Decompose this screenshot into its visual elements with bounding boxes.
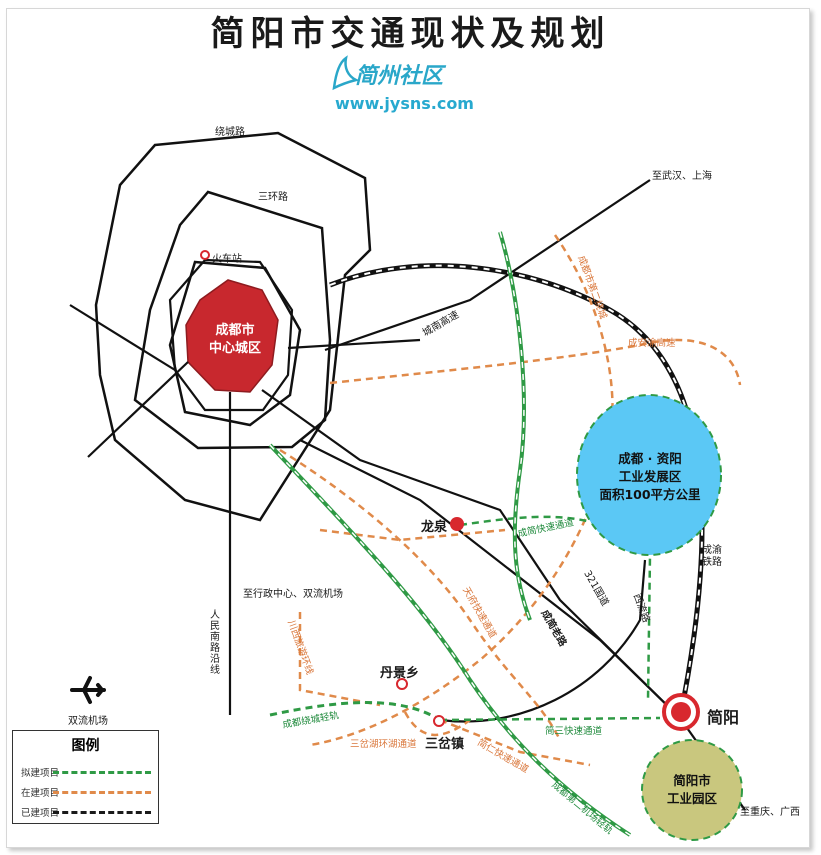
city-center-line2: 中心城区 (208, 341, 261, 356)
label-to-chongqing: 至重庆、广西 (740, 807, 800, 818)
legend-title: 图例 (71, 738, 100, 754)
city-center-label: 成都市 中心城区 (195, 322, 275, 358)
legend-existing-label: 已建项目 (21, 808, 60, 819)
label-railway: 成渝铁路 (702, 545, 722, 568)
logo-text: 简州社区 (355, 63, 444, 89)
city-center-line1: 成都市 (215, 323, 255, 338)
industrial-zone-line1: 成都 · 资阳 (618, 451, 682, 466)
legend-building-label: 在建项目 (21, 788, 60, 799)
label-sancha-fast: 简三快速通道 (545, 726, 603, 737)
danjing-sancha-road (439, 559, 647, 723)
logo-icon (332, 55, 360, 91)
label-train-station: 火车站 (212, 254, 242, 265)
sancha-fast-channel (439, 716, 661, 722)
chengdu-ring-lightrail (268, 443, 632, 837)
logo-url[interactable]: www.jysns.com (335, 94, 474, 113)
chengnan-expressway (324, 179, 651, 352)
danjing-marker (396, 678, 408, 690)
label-longquan: 龙泉 (421, 520, 448, 535)
label-ring-outer: 绕城路 (215, 127, 245, 138)
sancha-marker (433, 715, 445, 727)
legend: 图例 拟建项目 在建项目 已建项目 (12, 730, 159, 824)
legend-building-line (53, 791, 151, 794)
chengjian-old-road (299, 439, 681, 719)
industrial-zone-line2: 工业发展区 (618, 469, 682, 484)
label-jianyang: 简阳 (707, 708, 740, 727)
ring-outer-road (94, 131, 372, 522)
old-road-321 (261, 389, 746, 811)
label-chengan: 成安渝高速 (628, 338, 676, 349)
second-ring-highway (309, 234, 614, 747)
legend-planned-label: 拟建项目 (21, 768, 60, 779)
label-sansan-lake: 三岔湖环湖通道 (350, 739, 417, 750)
industrial-park-label: 简阳市 工业园区 (652, 772, 732, 808)
label-shuangliu: 双流机场 (68, 716, 108, 727)
label-renmin-south: 人民南路沿线 (210, 610, 220, 676)
label-ring-third: 三环路 (258, 192, 288, 203)
industrial-park-line1: 简阳市 (673, 773, 711, 788)
legend-existing-line (53, 811, 151, 814)
city-center-zone (185, 279, 279, 393)
legend-planned-line (53, 771, 151, 774)
label-danjing: 丹景乡 (380, 666, 420, 681)
industrial-park (641, 739, 743, 841)
longquan-marker (450, 517, 464, 531)
chengan-expressway (329, 338, 742, 386)
label-xingzheng: 至行政中心、双流机场 (243, 589, 343, 600)
industrial-zone-line3: 面积100平方公里 (599, 487, 701, 502)
label-sanchazhen: 三岔镇 (425, 737, 465, 752)
planned-light-rail (498, 231, 532, 621)
map-title: 简阳市交通现状及规划 (210, 14, 611, 54)
ring-third-road (133, 190, 332, 450)
industrial-zone (576, 394, 722, 556)
airport-icon (70, 676, 106, 704)
ring-inner-road (168, 258, 294, 412)
label-to-wuhan: 至武汉、上海 (652, 171, 712, 182)
train-station-icon (200, 250, 210, 260)
industrial-zone-label: 成都 · 资阳 工业发展区 面积100平方公里 (590, 450, 710, 504)
industrial-park-line2: 工业园区 (666, 791, 717, 806)
